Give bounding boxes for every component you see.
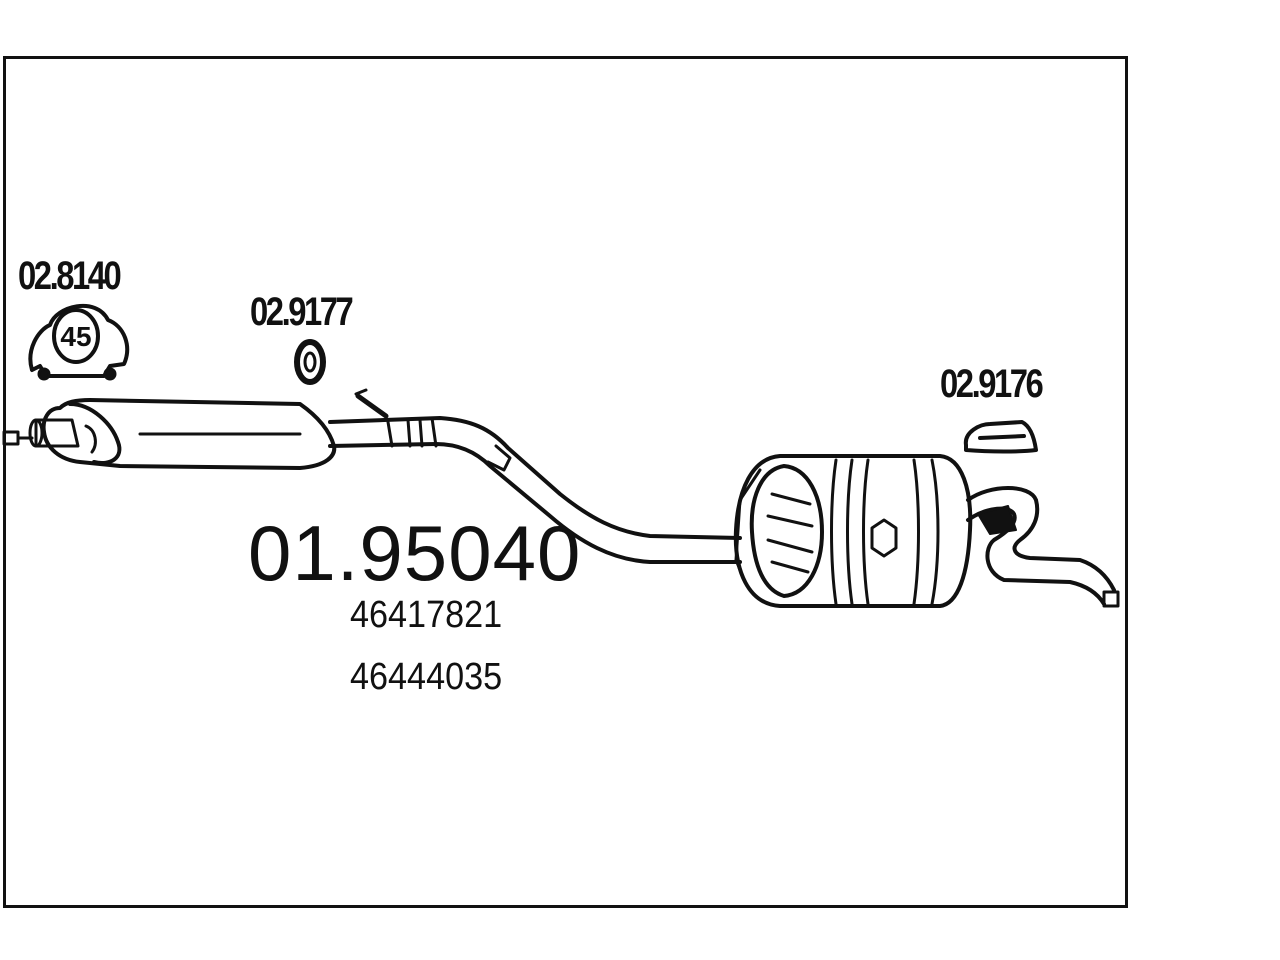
middle-pipe [328, 388, 742, 564]
clamp-badge: 45 [60, 321, 91, 352]
rubber-ring-part-number: 02.9177 [250, 290, 354, 334]
rubber-mount-icon [963, 420, 1038, 454]
clamp-icon: 45 [28, 303, 130, 381]
rubber-mount-part-number: 02.9176 [940, 362, 1044, 406]
front-silencer [28, 398, 337, 470]
oem-number: 46417821 [350, 594, 503, 636]
diagram-frame [3, 56, 1128, 908]
rear-silencer [733, 454, 973, 608]
clamp-part-number: 02.8140 [18, 254, 122, 298]
rubber-ring-icon [294, 339, 326, 385]
tail-pipe [966, 486, 1120, 608]
oem-number: 46444035 [350, 656, 503, 698]
front-pipe-inlet [2, 430, 34, 446]
main-part-number: 01.95040 [248, 509, 582, 597]
